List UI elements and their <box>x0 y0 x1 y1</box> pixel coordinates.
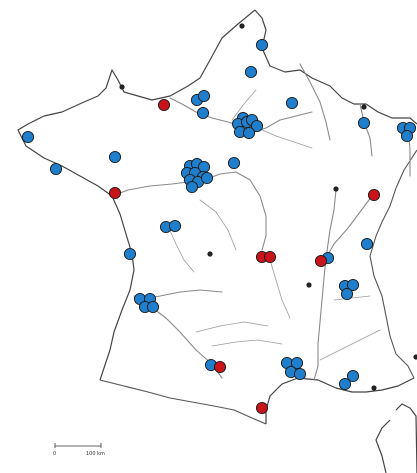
red-markers <box>108 98 381 415</box>
river-isere <box>333 295 371 301</box>
blue-marker <box>123 247 137 261</box>
coastline <box>254 9 417 125</box>
blue-marker <box>49 162 63 176</box>
river-vienne <box>167 225 195 273</box>
pyrenees-border <box>99 379 267 425</box>
red-marker <box>255 401 269 415</box>
eastern-border <box>369 149 417 379</box>
river-tarn <box>211 339 283 347</box>
blue-marker <box>360 237 374 251</box>
river-saone <box>325 189 337 259</box>
blue-marker <box>168 219 182 233</box>
red-marker <box>367 188 381 202</box>
river-oise <box>231 89 257 121</box>
river-meuse <box>299 63 331 141</box>
blue-marker <box>244 65 258 79</box>
blue-marker <box>242 126 256 140</box>
city-dot <box>371 385 377 391</box>
blue-marker <box>108 150 122 164</box>
river-loire <box>111 171 267 251</box>
scale-zero: 0 <box>53 451 56 457</box>
blue-marker <box>340 287 354 301</box>
river-moselle <box>359 103 373 157</box>
red-marker <box>263 250 277 264</box>
blue-marker <box>290 356 304 370</box>
blue-marker <box>146 300 160 314</box>
mediterranean-coast <box>265 377 415 424</box>
blue-marker <box>196 106 210 120</box>
channel-coast <box>17 9 256 381</box>
river-durance <box>319 329 381 361</box>
blue-marker <box>197 89 211 103</box>
river-allier <box>269 259 291 319</box>
blue-marker <box>255 38 269 52</box>
blue-marker <box>250 119 264 133</box>
blue-marker <box>200 171 214 185</box>
city-dot <box>207 251 213 257</box>
blue-marker <box>338 377 352 391</box>
blue-marker <box>346 278 360 292</box>
city-dot <box>306 282 312 288</box>
blue-marker <box>227 156 241 170</box>
blue-marker <box>21 130 35 144</box>
corsica <box>375 403 417 473</box>
scale-distance: 100 km <box>86 451 105 457</box>
red-marker <box>108 186 122 200</box>
blue-markers <box>21 38 417 391</box>
blue-marker <box>346 369 360 383</box>
blue-marker <box>185 180 199 194</box>
city-dot <box>333 186 339 192</box>
blue-marker <box>357 116 371 130</box>
blue-marker <box>285 96 299 110</box>
city-dot <box>239 23 245 29</box>
red-marker <box>314 254 328 268</box>
city-dot <box>413 354 417 360</box>
blue-marker <box>293 367 307 381</box>
blue-marker <box>400 129 414 143</box>
map-base <box>17 9 417 473</box>
river-rhone <box>313 195 373 381</box>
city-dot <box>119 84 125 90</box>
city-dot <box>361 104 367 110</box>
red-marker <box>213 360 227 374</box>
red-marker <box>157 98 171 112</box>
scale-bar: 0 100 km <box>53 443 105 457</box>
city-dots <box>119 23 417 391</box>
river-marne <box>257 127 313 149</box>
river-cher <box>199 199 237 251</box>
river-lot <box>195 321 269 333</box>
